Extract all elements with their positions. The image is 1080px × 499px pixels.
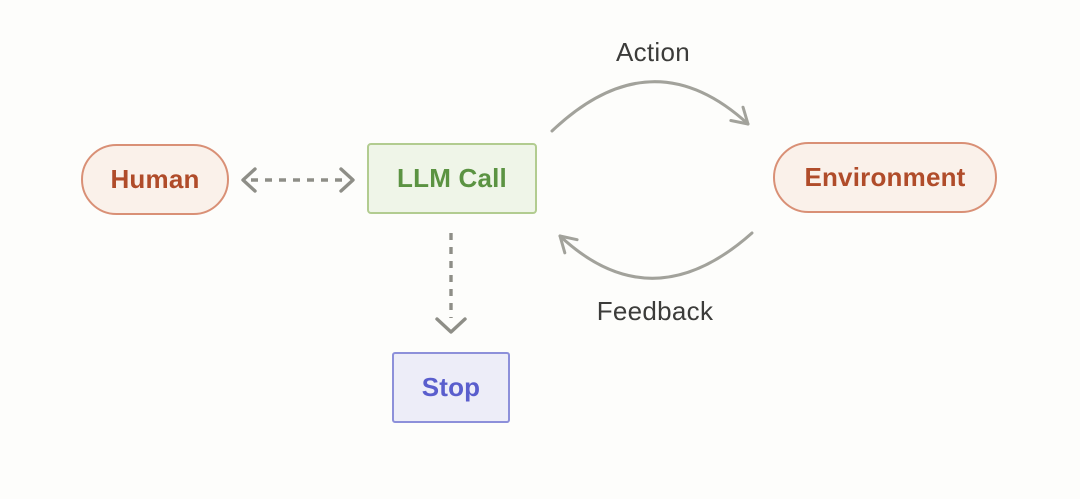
environment-node: Environment <box>773 142 997 213</box>
llm-call-node-label: LLM Call <box>397 163 507 193</box>
action-arrow <box>550 80 750 133</box>
llm-call-node: LLM Call <box>367 143 537 214</box>
environment-node-label: Environment <box>804 162 966 192</box>
feedback-edge-label: Feedback <box>596 296 714 326</box>
human-node-label: Human <box>110 164 200 194</box>
llm-stop-dashed-arrow <box>435 233 467 334</box>
stop-node: Stop <box>392 352 510 423</box>
stop-node-label: Stop <box>421 372 481 402</box>
human-node: Human <box>81 144 229 215</box>
action-edge-label: Action <box>615 37 691 67</box>
feedback-arrow <box>558 231 754 280</box>
human-llm-dashed-arrow <box>241 167 355 193</box>
